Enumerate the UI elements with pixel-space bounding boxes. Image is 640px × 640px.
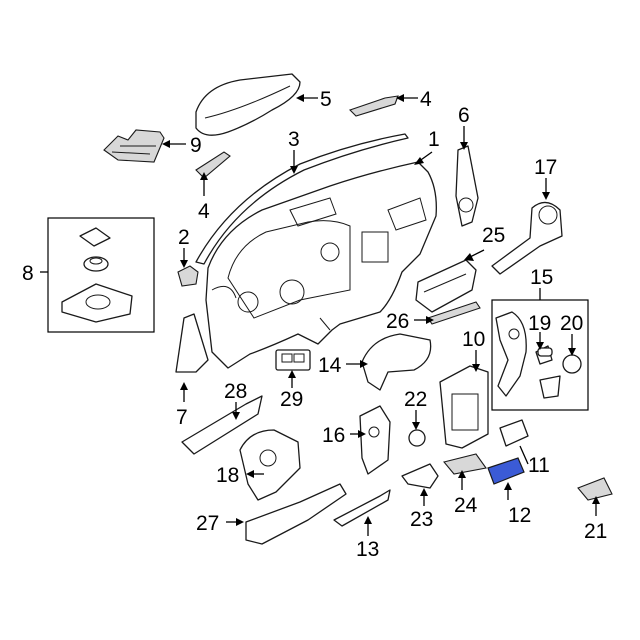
part-7-side-trim[interactable]: [175, 313, 209, 373]
callout-28: 28: [224, 380, 247, 403]
callout-26: 26: [386, 310, 409, 333]
callout-9: 9: [190, 134, 202, 157]
callout-2: 2: [178, 226, 190, 249]
part-4-bracket[interactable]: [195, 151, 231, 179]
part-6-pillar-trim[interactable]: [455, 145, 479, 227]
callout-20: 20: [560, 312, 583, 335]
part-27-knee-bolster[interactable]: [245, 483, 347, 545]
callout-labels: 5 4 9 3 1 6 17 4 2 25 8 15 26 10 19 20 1…: [22, 88, 607, 561]
part-17-end-panel[interactable]: [491, 201, 563, 275]
callout-7: 7: [176, 406, 188, 429]
part-28-lower-trim[interactable]: [181, 395, 263, 455]
callout-4-top: 4: [420, 88, 432, 111]
leader-lines: [40, 94, 600, 536]
part-13-sill-trim[interactable]: [333, 489, 391, 527]
callout-21: 21: [584, 520, 607, 543]
callout-12: 12: [508, 504, 531, 527]
callout-6: 6: [458, 104, 470, 127]
part-1-instrument-panel[interactable]: [205, 161, 437, 369]
part-23-tray[interactable]: [401, 463, 439, 489]
callout-10: 10: [462, 328, 485, 351]
part-14-cluster-bezel[interactable]: [361, 333, 432, 391]
callout-3: 3: [288, 128, 300, 151]
part-5-dash-cover[interactable]: [195, 73, 301, 136]
callout-4-lower: 4: [198, 200, 210, 223]
callout-14: 14: [318, 354, 342, 377]
part-18-lower-bezel[interactable]: [239, 429, 301, 501]
callout-8: 8: [22, 262, 34, 285]
part-9-mat[interactable]: [103, 129, 165, 163]
callout-22: 22: [404, 388, 427, 411]
part-16-vent-panel[interactable]: [359, 405, 391, 475]
part-3-defroster[interactable]: [195, 133, 409, 265]
callout-18: 18: [216, 464, 239, 487]
part-29-switch[interactable]: [275, 349, 311, 371]
callout-13: 13: [356, 538, 379, 561]
callout-19: 19: [528, 312, 551, 335]
callout-17: 17: [534, 156, 557, 179]
callout-27: 27: [196, 512, 219, 535]
part-24-pad[interactable]: [443, 453, 487, 475]
part-26-grille[interactable]: [427, 301, 481, 325]
part-22-knob[interactable]: [408, 429, 426, 447]
part-10-center-bezel[interactable]: [439, 365, 489, 449]
part-21-end-cap[interactable]: [577, 477, 613, 501]
part-4-top-strip[interactable]: [348, 95, 399, 117]
callout-25: 25: [482, 224, 505, 247]
callout-1: 1: [428, 128, 440, 151]
part-8-kit[interactable]: [47, 217, 155, 333]
callout-11: 11: [528, 454, 550, 477]
part-12-highlighted[interactable]: [487, 457, 525, 485]
callout-16: 16: [322, 424, 345, 447]
part-11-switch-panel[interactable]: [499, 419, 529, 447]
callout-5: 5: [320, 88, 332, 111]
callout-29: 29: [280, 388, 303, 411]
callout-15: 15: [530, 266, 553, 289]
part-25-vent-duct[interactable]: [415, 259, 477, 313]
part-2-clip[interactable]: [177, 265, 199, 287]
callout-23: 23: [410, 508, 433, 531]
part-19-bulb[interactable]: [537, 347, 553, 357]
callout-24: 24: [454, 494, 478, 517]
